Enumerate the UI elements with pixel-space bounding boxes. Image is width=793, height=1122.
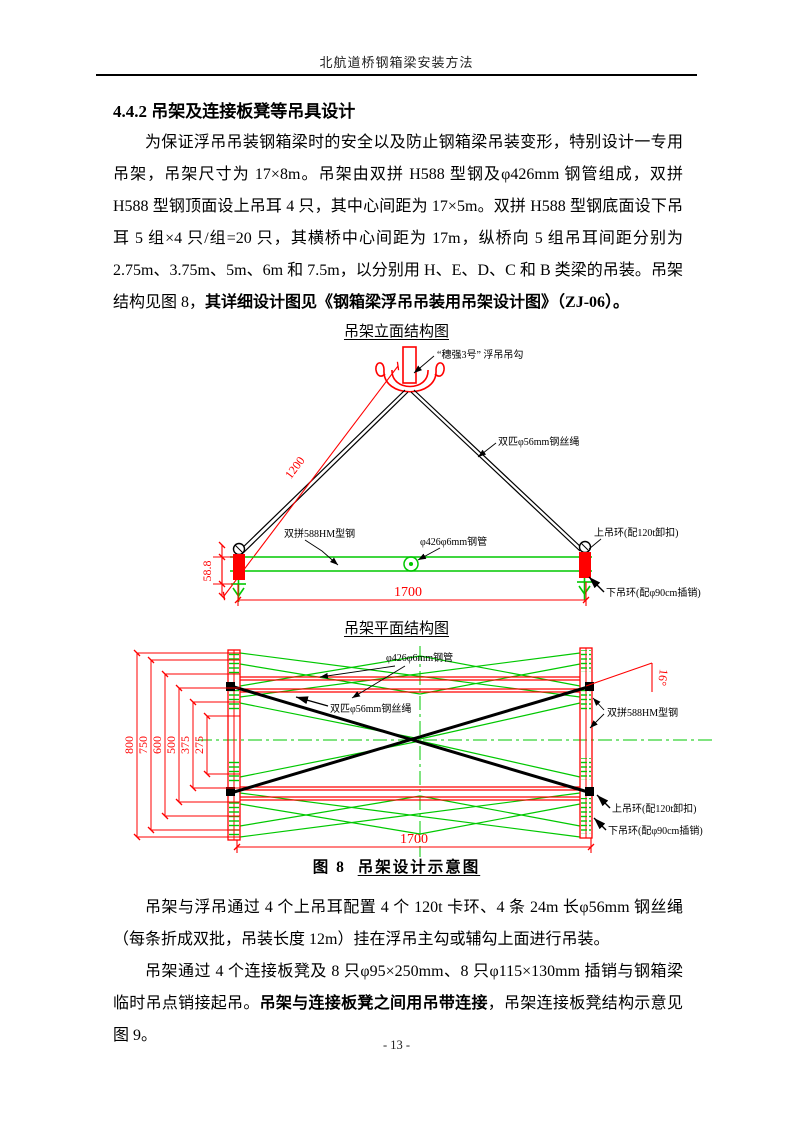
h-steel-beams [240, 676, 580, 801]
dim-800-label: 800 [122, 736, 136, 754]
crane-hook-icon [375, 346, 445, 393]
dim-1700-plan-label: 1700 [400, 832, 428, 847]
paragraph-1-text: 为保证浮吊吊装钢箱梁时的安全以及防止钢箱梁吊装变形，特别设计一专用吊架，吊架尺寸… [113, 134, 683, 311]
dim-58-8: 58.8 [200, 541, 233, 600]
dim-500-label: 500 [164, 736, 178, 754]
paragraph-3: 吊架通过 4 个连接板凳及 8 只φ95×250mm、8 只φ115×130mm… [113, 956, 683, 1052]
dim-275-label: 275 [192, 736, 206, 754]
dim-1700-plan: 1700 [233, 832, 595, 853]
paragraph-3-text1: 吊架通过 4 个连接板凳及 8 只φ95×250mm、8 只φ115×130mm… [113, 963, 683, 1012]
paragraph-1: 为保证浮吊吊装钢箱梁时的安全以及防止钢箱梁吊装变形，特别设计一专用吊架，吊架尺寸… [113, 127, 683, 319]
section-heading: 4.4.2 吊架及连接板凳等吊具设计 [113, 102, 356, 121]
plan-h-steel-label: 双拼588HM型钢 [607, 706, 678, 719]
pipe-label: φ426φ6mm钢管 [420, 535, 487, 548]
figure-caption-text: 吊架设计示意图 [357, 859, 481, 876]
dim-1700-elev: 1700 [234, 582, 590, 606]
header-title: 北航道桥钢箱梁安装方法 [319, 55, 474, 70]
plan-diagram-title: 吊架平面结构图 [343, 621, 449, 637]
h-steel-label: 双拼588HM型钢 [284, 527, 355, 540]
figure-caption: 图 8 吊架设计示意图 [0, 855, 793, 877]
paragraph-2: 吊架与浮吊通过 4 个上吊耳配置 4 个 120t 卡环、4 条 24m 长φ5… [113, 899, 683, 948]
dim-1700-elev-label: 1700 [394, 585, 422, 600]
dim-1200-label: 1200 [282, 454, 308, 482]
angle-16-label: 16° [655, 668, 671, 687]
wire-rope-label: 双匹φ56mm钢丝绳 [498, 435, 579, 448]
dim-375-label: 375 [178, 736, 192, 754]
crane-hook-label: “穗强3号” 浮吊吊勾 [437, 348, 523, 361]
dim-58-8-label: 58.8 [200, 561, 214, 582]
elevation-labels: “穗强3号” 浮吊吊勾 双匹φ56mm钢丝绳 双拼588HM型钢 φ426φ6m… [284, 348, 701, 599]
dim-600-label: 600 [150, 736, 164, 754]
right-end-member [579, 647, 593, 839]
paragraph-3-bold: 吊架与连接板凳之间用吊带连接 [259, 995, 488, 1012]
plan-lower-ring-label: 下吊环(配φ90cm插销) [608, 824, 703, 837]
main-beam [230, 556, 592, 572]
plan-pipe-label: φ426φ6mm钢管 [386, 651, 453, 664]
wire-rope-cross [233, 685, 589, 794]
page-number: - 13 - [382, 1038, 411, 1052]
paragraph-3-text2: ，吊架连接板凳结构示意见图 9。 [113, 995, 683, 1044]
plan-labels: φ426φ6mm钢管 双匹φ56mm钢丝绳 双拼588HM型钢 上吊环(配120… [295, 651, 703, 837]
elevation-diagram-title: 吊架立面结构图 [343, 324, 449, 340]
dim-1200: 1200 [222, 361, 400, 601]
figure-caption-number: 图 8 [312, 859, 346, 876]
angle-16: 16° [585, 662, 671, 692]
center-lines [198, 646, 712, 857]
plan-upper-ring-label: 上吊环(配120t卸扣) [612, 802, 696, 815]
dim-750-label: 750 [136, 736, 150, 754]
plan-width-dims: 800 750 600 500 375 275 [122, 649, 240, 841]
right-lug-assembly [577, 540, 592, 600]
plan-diagram: 800 750 600 500 375 275 1700 16° φ426φ [122, 646, 712, 857]
paragraph-1-bold: 其详细设计图见《钢箱梁浮吊吊装用吊架设计图》（ZJ-06）。 [205, 294, 630, 311]
lower-ring-label: 下吊环(配φ90cm插销) [606, 586, 701, 599]
plan-wire-rope-label: 双匹φ56mm钢丝绳 [330, 702, 411, 715]
upper-ring-label: 上吊环(配120t卸扣) [594, 526, 678, 539]
elevation-diagram: 1200 [200, 346, 701, 606]
header-rule [96, 74, 697, 76]
left-end-member [227, 649, 241, 841]
lug-blocks [226, 682, 594, 796]
